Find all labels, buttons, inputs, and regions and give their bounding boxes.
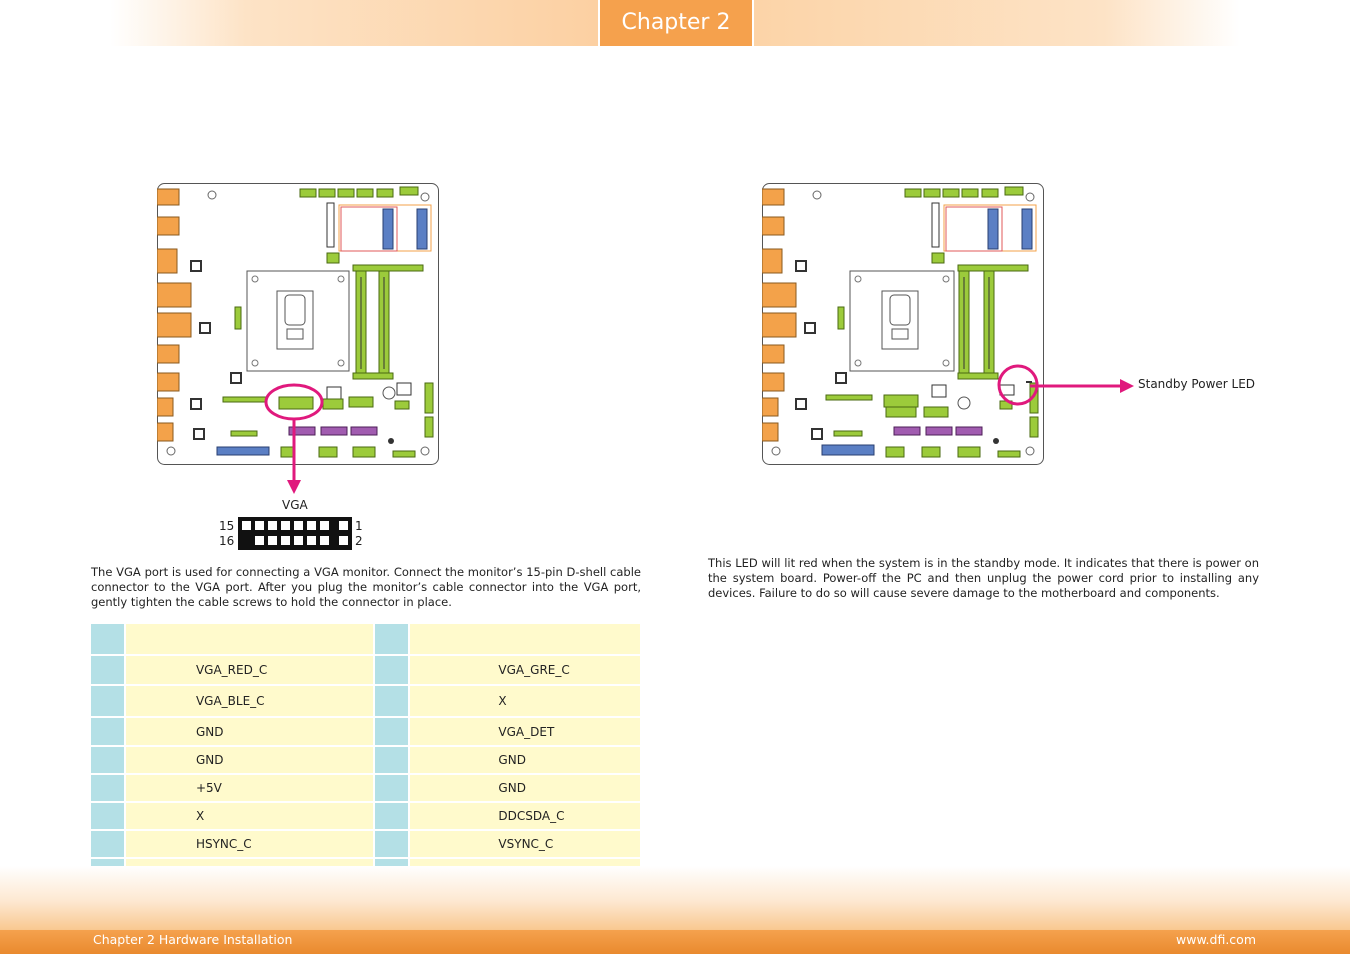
led-arrow [1030, 379, 1134, 393]
table-cell [91, 831, 126, 859]
table-cell [91, 686, 126, 718]
table-cell [375, 775, 411, 803]
table-cell [410, 624, 642, 656]
pin-label-1: 1 [355, 519, 363, 533]
table-cell: VGA_DET [410, 718, 642, 747]
table-cell: X [410, 686, 642, 718]
pin-label-16: 16 [219, 534, 235, 548]
table-cell [375, 718, 411, 747]
table-cell [375, 803, 411, 831]
table-cell [375, 747, 411, 775]
table-cell: GND [125, 747, 376, 775]
table-row: GND VGA_DET [91, 718, 642, 747]
motherboard-diagram-vga [157, 183, 439, 465]
table-row: X DDCSDA_C [91, 803, 642, 831]
table-row: +5V GND [91, 775, 642, 803]
vga-pin-header [238, 517, 352, 550]
chapter-tab: Chapter 2 [598, 0, 754, 46]
vga-pin-table: VGA_RED_C VGA_GRE_C VGA_BLE_C X GND VGA_… [91, 624, 642, 887]
motherboard-diagram-led [762, 183, 1044, 465]
table-cell: VGA_RED_C [125, 656, 376, 686]
table-row: VGA_BLE_C X [91, 686, 642, 718]
table-cell [375, 686, 411, 718]
pin-label-15: 15 [219, 519, 235, 533]
table-cell [91, 775, 126, 803]
footer-bar: Chapter 2 Hardware Installation www.dfi.… [0, 930, 1350, 954]
table-row [91, 624, 642, 656]
table-cell: VGA_BLE_C [125, 686, 376, 718]
table-cell [375, 624, 411, 656]
vga-arrow [287, 420, 301, 494]
table-cell: GND [410, 747, 642, 775]
led-description: This LED will lit red when the system is… [708, 556, 1259, 600]
table-row: HSYNC_C VSYNC_C [91, 831, 642, 859]
table-cell: GND [125, 718, 376, 747]
table-cell: VSYNC_C [410, 831, 642, 859]
table-cell: HSYNC_C [125, 831, 376, 859]
table-cell [125, 624, 376, 656]
table-cell [91, 656, 126, 686]
table-cell: X [125, 803, 376, 831]
table-cell: VGA_GRE_C [410, 656, 642, 686]
table-cell [375, 656, 411, 686]
table-cell [91, 718, 126, 747]
table-cell: +5V [125, 775, 376, 803]
footer-website-link[interactable]: www.dfi.com [1176, 932, 1256, 947]
table-cell [91, 747, 126, 775]
footer-band [0, 866, 1350, 930]
table-cell [91, 803, 126, 831]
table-cell: GND [410, 775, 642, 803]
table-cell: DDCSDA_C [410, 803, 642, 831]
standby-led-label: Standby Power LED [1138, 377, 1256, 391]
vga-label: VGA [282, 498, 308, 512]
table-row: GND GND [91, 747, 642, 775]
table-row: VGA_RED_C VGA_GRE_C [91, 656, 642, 686]
table-cell [91, 624, 126, 656]
pin-label-2: 2 [355, 534, 363, 548]
footer-chapter-title: Chapter 2 Hardware Installation [93, 932, 293, 947]
table-cell [375, 831, 411, 859]
vga-description: The VGA port is used for connecting a VG… [91, 565, 641, 609]
